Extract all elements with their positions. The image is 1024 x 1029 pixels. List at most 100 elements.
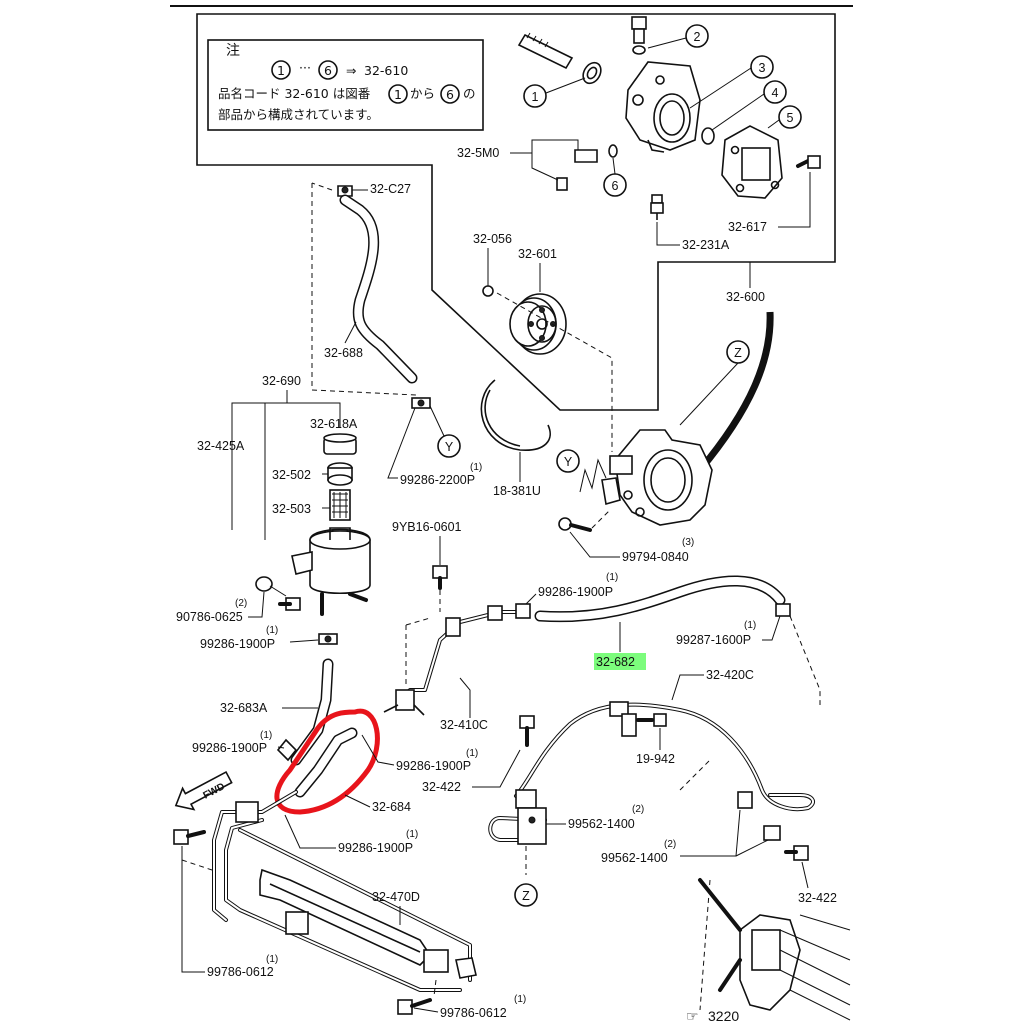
callout-z-bottom-text: Z bbox=[522, 889, 530, 903]
callout-3 bbox=[750, 55, 774, 79]
note-line2-from: 1 bbox=[394, 87, 402, 102]
hose-clamp-left bbox=[276, 738, 298, 762]
label-99286-1900P-a: 99286-1900P bbox=[200, 637, 275, 651]
assembled-pump bbox=[601, 429, 713, 526]
label-99786-0612-a-qty: (1) bbox=[266, 954, 278, 965]
label-32-422-b: 32-422 bbox=[798, 891, 837, 905]
hose-clamp-2200p bbox=[411, 397, 431, 409]
note-title: 注 bbox=[226, 43, 240, 59]
v-belt bbox=[480, 379, 551, 451]
note-line2-circle-from bbox=[388, 84, 408, 104]
callout-3-text: 3 bbox=[759, 61, 766, 75]
label-32-231A: 32-231A bbox=[682, 238, 730, 252]
pump-assembly-frame bbox=[196, 13, 836, 411]
label-99287-1600P-qty: (1) bbox=[744, 620, 756, 631]
label-32-600: 32-600 bbox=[726, 290, 765, 304]
reservoir-gasket bbox=[327, 462, 353, 486]
label-19-942: 19-942 bbox=[636, 752, 675, 766]
feed-hose-32-684 bbox=[294, 727, 358, 798]
note-arrow: ⇒ bbox=[346, 63, 356, 78]
pressure-fitting bbox=[631, 16, 647, 55]
label-32-601: 32-601 bbox=[518, 247, 557, 261]
note-range-dots: ··· bbox=[299, 60, 311, 75]
drive-belt-curve bbox=[697, 311, 774, 473]
label-32-682-highlight bbox=[594, 653, 646, 670]
label-32-425A: 32-425A bbox=[197, 439, 245, 453]
o-ring bbox=[701, 127, 715, 145]
note-box-frame bbox=[207, 39, 484, 131]
label-90786-0625-qty: (2) bbox=[235, 598, 247, 609]
note-box: 注 1 ··· 6 ⇒ 32-610 品名コード 32-610 は図番 1 から… bbox=[207, 39, 484, 131]
label-99286-2200P-qty: (1) bbox=[470, 462, 482, 473]
label-99286-1900P-a-qty: (1) bbox=[266, 625, 278, 636]
pipe-clip-right bbox=[737, 791, 781, 841]
label-99286-1900P-b-qty: (1) bbox=[606, 572, 618, 583]
callout-y-hose bbox=[437, 434, 461, 458]
callout-1 bbox=[523, 84, 547, 108]
ref-arrow-3220: ☞ bbox=[686, 1008, 699, 1024]
label-99286-1900P-c: 99286-1900P bbox=[192, 741, 267, 755]
label-32-470D: 32-470D bbox=[372, 890, 420, 904]
label-99562-1400-b: 99562-1400 bbox=[601, 851, 668, 865]
label-99286-1900P-e-qty: (1) bbox=[406, 829, 418, 840]
highlight-circle-32-684 bbox=[274, 708, 380, 815]
label-32-618A: 32-618A bbox=[310, 417, 358, 431]
label-32-503: 32-503 bbox=[272, 502, 311, 516]
label-99286-1900P-d-qty: (1) bbox=[466, 748, 478, 759]
label-18-381U: 18-381U bbox=[493, 484, 541, 498]
hose-clamp-682-left bbox=[515, 603, 531, 619]
label-32-684: 32-684 bbox=[372, 800, 411, 814]
callout-y-pump bbox=[556, 449, 580, 473]
callout-2 bbox=[685, 24, 709, 48]
callout-z-top-text: Z bbox=[734, 346, 742, 360]
label-99786-0612-b-qty: (1) bbox=[514, 994, 526, 1005]
callout-4 bbox=[763, 80, 787, 104]
hose-clamp-682-right bbox=[775, 603, 791, 617]
pump-mount-bolt bbox=[558, 517, 592, 532]
label-32-502: 32-502 bbox=[272, 468, 311, 482]
label-32-683A: 32-683A bbox=[220, 701, 268, 715]
note-range-from: 1 bbox=[277, 63, 285, 78]
label-32-420C: 32-420C bbox=[706, 668, 754, 682]
return-hose-32-682 bbox=[534, 575, 786, 623]
return-pipe-32-420C bbox=[514, 701, 815, 811]
reservoir-cap bbox=[323, 433, 357, 455]
callout-6-text: 6 bbox=[612, 179, 619, 193]
clamp-bolt-bottom bbox=[397, 998, 432, 1015]
suction-hose-32-683A bbox=[290, 658, 334, 766]
callout-z-bottom bbox=[514, 883, 538, 907]
callout-y-pump-text: Y bbox=[564, 455, 573, 469]
pressure-pipe-32-410C bbox=[383, 605, 524, 716]
reservoir-hose-clamp bbox=[318, 633, 338, 645]
label-99794-0840-qty: (3) bbox=[682, 537, 694, 548]
note-line2-end: の bbox=[463, 86, 476, 101]
label-90786-0625: 90786-0625 bbox=[176, 610, 243, 624]
label-32-422-a: 32-422 bbox=[422, 780, 461, 794]
label-3220: 3220 bbox=[708, 1008, 739, 1024]
bolt-32-422-left bbox=[519, 715, 535, 747]
note-range-part: 32-610 bbox=[364, 63, 408, 78]
note-line2-to: 6 bbox=[446, 87, 454, 102]
label-32-5M0: 32-5M0 bbox=[457, 146, 499, 160]
label-32-056: 32-056 bbox=[473, 232, 512, 246]
label-99287-1600P: 99287-1600P bbox=[676, 633, 751, 647]
label-99794-0840: 99794-0840 bbox=[622, 550, 689, 564]
note-range-to: 6 bbox=[324, 63, 332, 78]
reservoir-tank bbox=[291, 527, 371, 616]
pump-pulley bbox=[509, 293, 567, 355]
note-line3: 部品から構成されています。 bbox=[218, 107, 379, 122]
label-32-682: 32-682 bbox=[596, 655, 635, 669]
hose-clip-c27 bbox=[337, 185, 353, 197]
label-99562-1400-b-qty: (2) bbox=[664, 839, 676, 850]
clamp-bolt-left bbox=[173, 829, 206, 845]
note-line2: 品名コード 32-610 は図番 bbox=[218, 86, 371, 101]
label-32-410C: 32-410C bbox=[440, 718, 488, 732]
pipe-bracket-bolt bbox=[432, 565, 448, 590]
label-99286-1900P-c-qty: (1) bbox=[260, 730, 272, 741]
steering-gear-housing bbox=[698, 878, 851, 1021]
label-99562-1400-a-qty: (2) bbox=[632, 804, 644, 815]
label-32-C27: 32-C27 bbox=[370, 182, 411, 196]
callout-5-text: 5 bbox=[787, 111, 794, 125]
reservoir-strainer bbox=[329, 489, 351, 521]
